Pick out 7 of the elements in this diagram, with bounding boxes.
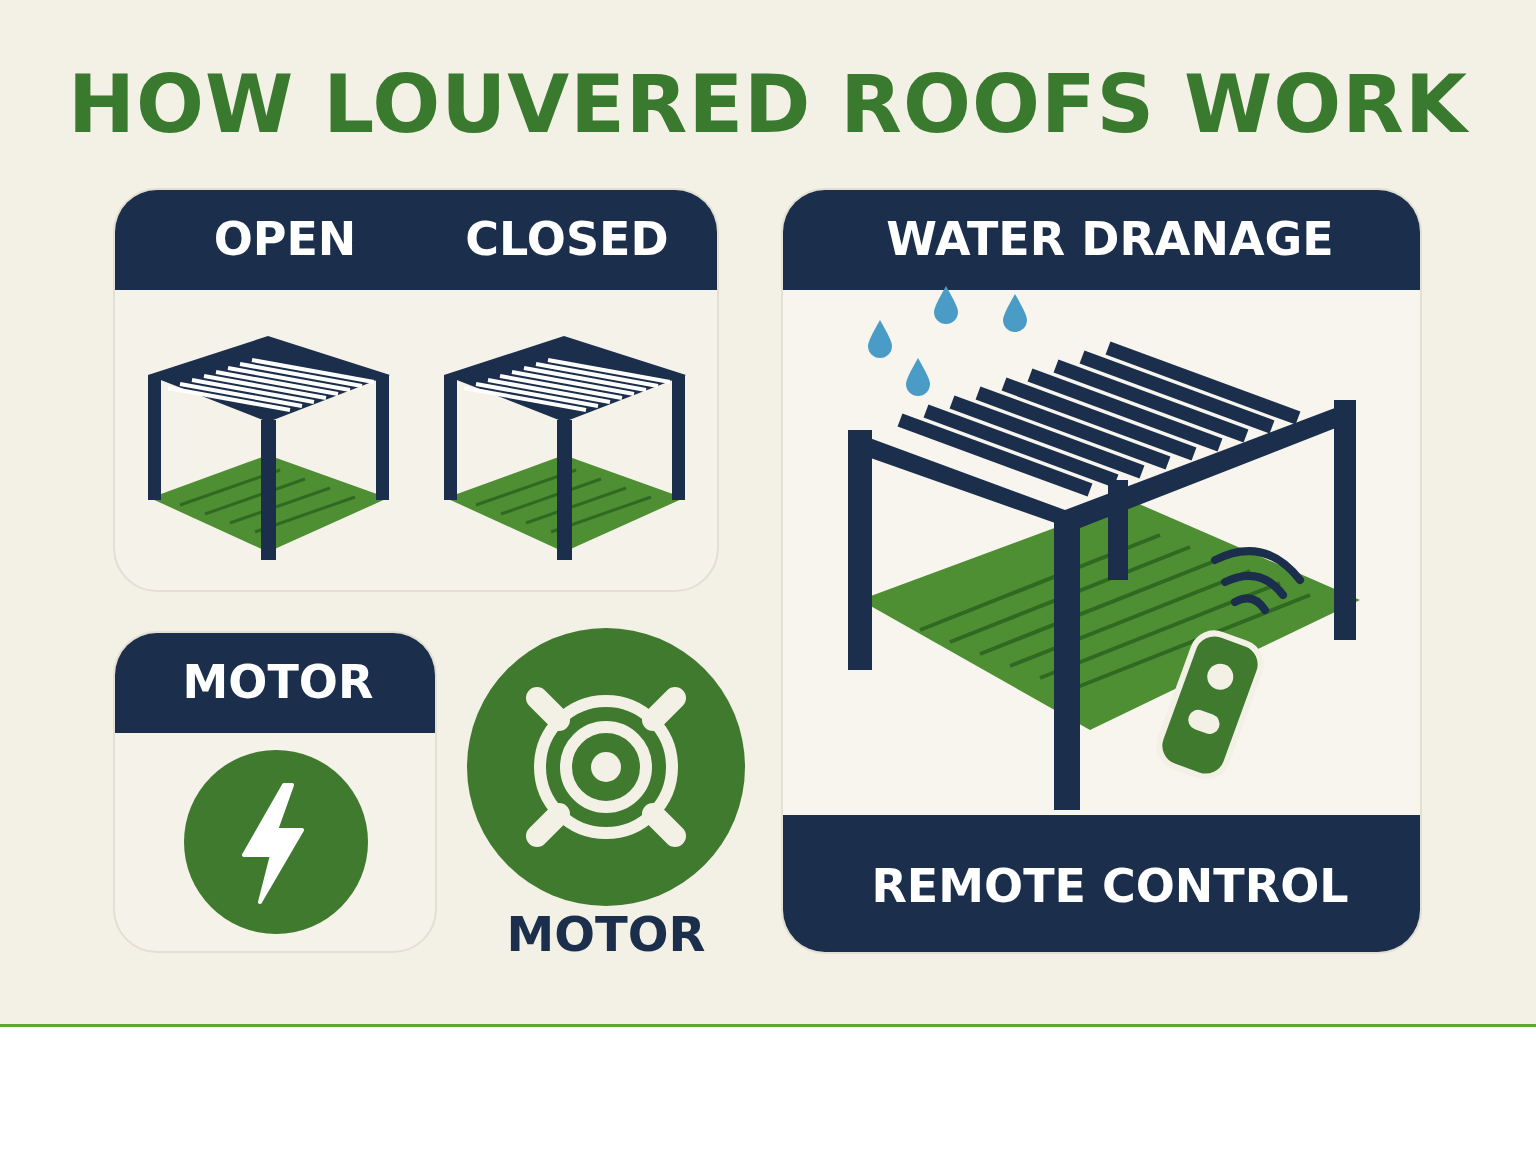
panel-heading: CLOSED — [464, 212, 670, 266]
panel-heading: OPEN — [212, 212, 358, 266]
panel-heading: MOTOR — [181, 655, 375, 709]
icon-caption: MOTOR — [505, 906, 707, 962]
title-heading: HOW LOUVERED ROOFS WORK — [67, 58, 1470, 151]
panel-heading: REMOTE CONTROL — [870, 859, 1350, 913]
panel-heading: WATER DRANAGE — [885, 212, 1335, 266]
